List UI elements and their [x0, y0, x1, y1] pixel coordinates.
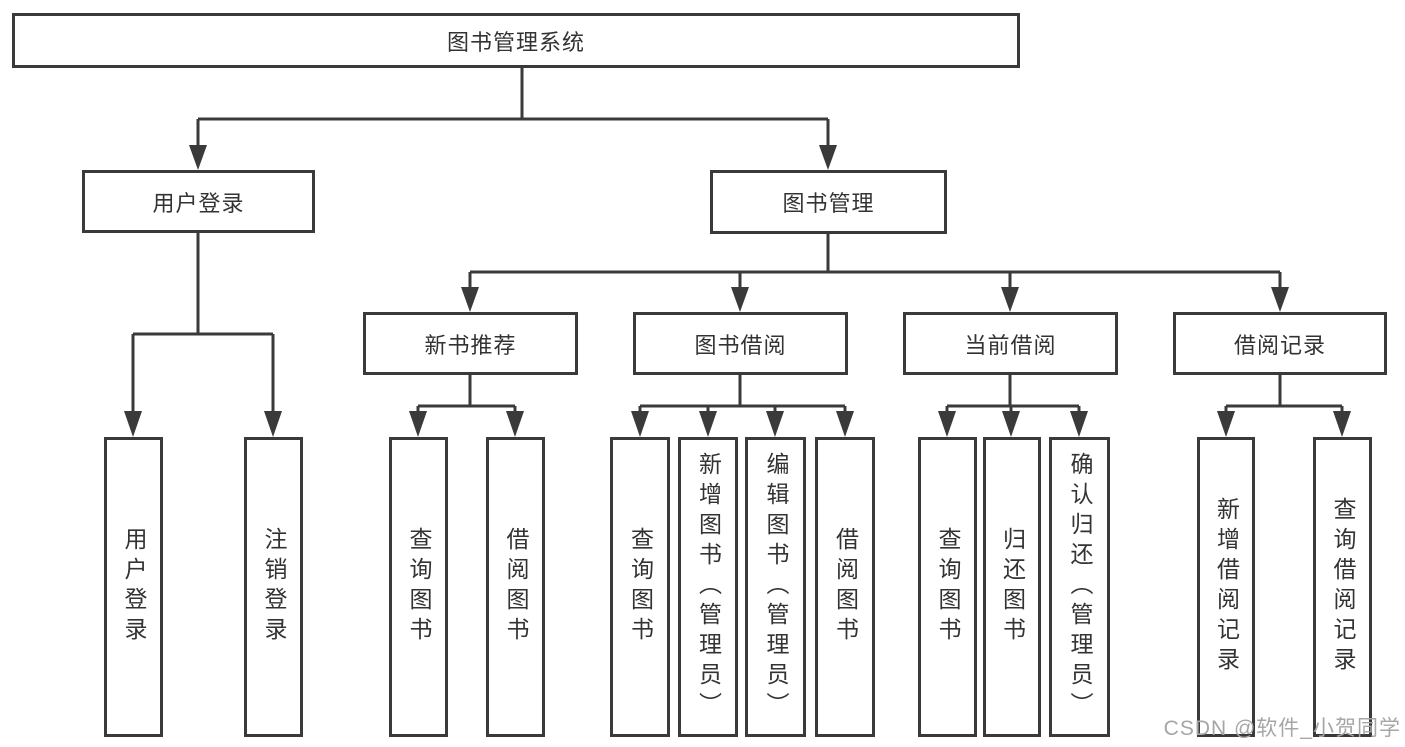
node-label: 注销登录: [261, 527, 287, 647]
node-label: 借阅图书: [832, 527, 859, 647]
node-label: 查询借阅记录: [1330, 497, 1356, 677]
node-user-login: 用户登录: [82, 170, 315, 233]
node-label: 图书借阅: [694, 332, 787, 358]
leaf-logout: 注销登录: [244, 437, 303, 737]
node-label: 图书管理系统: [446, 29, 585, 55]
leaf-records-add-record: 新增借阅记录: [1197, 437, 1255, 737]
leaf-rec-borrow-books: 借阅图书: [486, 437, 545, 737]
leaf-user-login: 用户登录: [104, 437, 163, 737]
leaf-borrow-borrow-books: 借阅图书: [815, 437, 875, 737]
node-label: 新增图书（管理员）: [695, 452, 722, 722]
leaf-current-confirm-return-admin: 确认归还（管理员）: [1049, 437, 1110, 737]
node-label: 当前借阅: [964, 332, 1057, 358]
watermark: CSDN @软件_小贺同学: [1163, 717, 1401, 740]
node-library-management-system: 图书管理系统: [12, 13, 1020, 68]
node-borrowing-records: 借阅记录: [1173, 312, 1387, 375]
leaf-current-return-books: 归还图书: [983, 437, 1041, 737]
node-label: 用户登录: [152, 190, 245, 216]
node-label: 归还图书: [999, 527, 1026, 647]
node-label: 新书推荐: [424, 332, 517, 358]
leaf-records-query-record: 查询借阅记录: [1313, 437, 1372, 737]
node-label: 借阅图书: [503, 527, 529, 647]
node-label: 查询图书: [935, 527, 961, 647]
leaf-borrow-edit-books-admin: 编辑图书（管理员）: [745, 437, 806, 737]
node-label: 编辑图书（管理员）: [763, 452, 789, 722]
node-label: 新增借阅记录: [1213, 497, 1240, 677]
node-label: 查询图书: [406, 527, 432, 647]
leaf-current-query-books: 查询图书: [918, 437, 977, 737]
node-label: 查询图书: [627, 527, 654, 647]
arrowheads: [124, 145, 1351, 437]
leaf-rec-query-books: 查询图书: [389, 437, 448, 737]
node-label: 图书管理: [782, 191, 875, 216]
leaf-borrow-query-books: 查询图书: [610, 437, 670, 737]
node-current-borrowing: 当前借阅: [903, 312, 1118, 375]
node-book-management: 图书管理: [710, 170, 947, 234]
node-new-book-recommendation: 新书推荐: [363, 312, 578, 375]
node-label: 确认归还（管理员）: [1067, 452, 1093, 722]
node-label: 用户登录: [121, 527, 147, 647]
leaf-borrow-add-books-admin: 新增图书（管理员）: [678, 437, 738, 737]
node-book-borrowing: 图书借阅: [633, 312, 848, 375]
node-label: 借阅记录: [1233, 332, 1326, 358]
